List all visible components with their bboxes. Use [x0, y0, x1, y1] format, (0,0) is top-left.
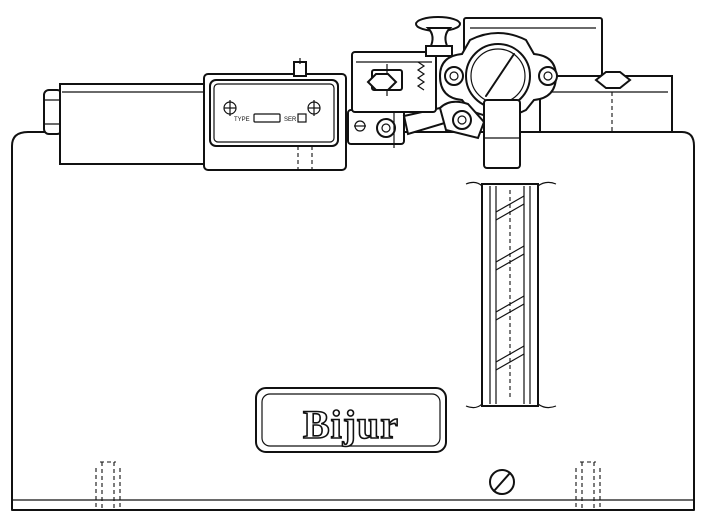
mounting-stud-left [95, 461, 121, 510]
pressure-gauge [438, 32, 558, 169]
gauge-needle [485, 53, 515, 97]
hex-nut-icon [594, 71, 632, 89]
serial-label: SER [284, 117, 297, 123]
bolt-icon [444, 66, 464, 86]
bolt-icon [538, 66, 558, 86]
solenoid-cylinder [43, 83, 211, 165]
motor-housing [203, 58, 347, 171]
drain-plug-icon [489, 469, 515, 495]
bolt-icon [376, 118, 396, 138]
logo-plate: Bijur [255, 387, 447, 453]
brand-logo-text: Bijur [303, 402, 399, 447]
gauge-dial-icon [465, 43, 531, 109]
bolt-icon [452, 110, 472, 130]
mounting-feet [95, 461, 601, 510]
type-label: TYPE [234, 117, 250, 123]
linkage-arm [347, 106, 450, 148]
mounting-stud-right [575, 461, 601, 510]
sight-gauge [465, 181, 557, 409]
reservoir-tank [11, 131, 695, 511]
nameplate: TYPE SER [223, 100, 321, 123]
hex-nut-icon [366, 73, 398, 91]
